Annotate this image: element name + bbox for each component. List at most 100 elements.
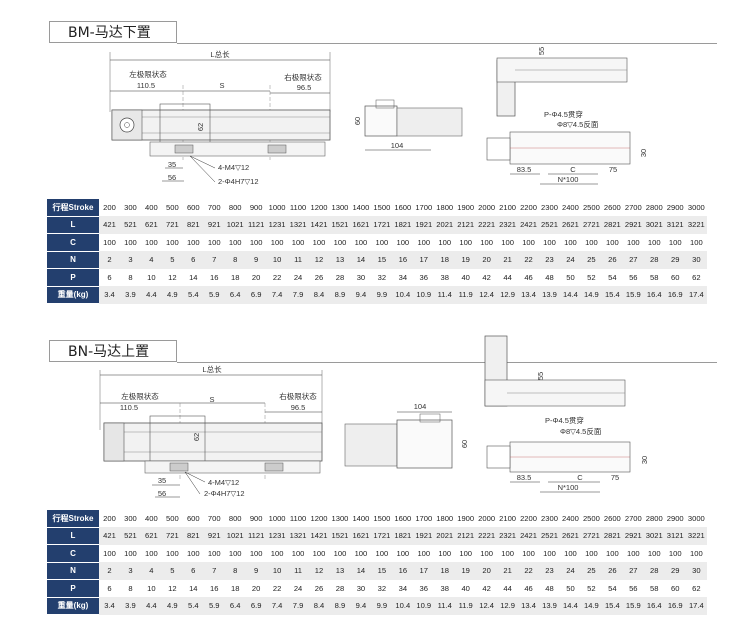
spec-cell: 2900 bbox=[664, 199, 686, 216]
bn-top55: 55 bbox=[536, 372, 545, 380]
bm-c-label: C bbox=[570, 165, 576, 174]
spec-cell: 21 bbox=[497, 562, 519, 580]
spec-cell: 3.4 bbox=[99, 286, 120, 304]
spec-cell: 7 bbox=[203, 562, 225, 580]
spec-cell: 1200 bbox=[308, 510, 330, 527]
spec-cell: 100 bbox=[685, 233, 707, 251]
spec-cell: 3221 bbox=[685, 527, 707, 545]
spec-cell: 15.4 bbox=[601, 597, 623, 615]
spec-cell: 700 bbox=[203, 199, 225, 216]
bm-hole1: 4-M4▽12 bbox=[218, 163, 249, 172]
spec-cell: 100 bbox=[476, 233, 498, 251]
spec-cell: 5.4 bbox=[182, 286, 204, 304]
spec-cell: 10.9 bbox=[413, 597, 435, 615]
spec-cell: 21 bbox=[497, 251, 519, 269]
spec-cell: 100 bbox=[99, 233, 120, 251]
bn-total-length-label: L总长 bbox=[202, 364, 222, 374]
spec-cell: 100 bbox=[350, 544, 372, 562]
spec-cell: 32 bbox=[371, 579, 393, 597]
bn-section: BN-马达上置 L总长 左极限状态 110.5 S 右极限状态 96.5 62 … bbox=[0, 320, 750, 622]
spec-cell: 11.4 bbox=[434, 597, 456, 615]
spec-cell: 34 bbox=[392, 268, 414, 286]
spec-cell: 2421 bbox=[518, 216, 540, 234]
spec-cell: 2221 bbox=[476, 216, 498, 234]
spec-cell: 15.4 bbox=[601, 286, 623, 304]
spec-cell: 10 bbox=[140, 579, 162, 597]
spec-cell: 2121 bbox=[455, 527, 477, 545]
spec-cell: 921 bbox=[203, 216, 225, 234]
spec-cell: 19 bbox=[455, 562, 477, 580]
spec-cell: 1321 bbox=[287, 216, 309, 234]
spec-cell: 32 bbox=[371, 268, 393, 286]
spec-cell: 40 bbox=[455, 579, 477, 597]
spec-cell: 421 bbox=[99, 216, 120, 234]
spec-cell: 14.9 bbox=[580, 286, 602, 304]
spec-cell: 12 bbox=[161, 579, 183, 597]
spec-cell: 1000 bbox=[266, 199, 288, 216]
spec-cell: 2421 bbox=[518, 527, 540, 545]
spec-cell: 100 bbox=[497, 233, 519, 251]
spec-cell: 18 bbox=[224, 268, 246, 286]
bm-d75: 75 bbox=[609, 165, 617, 174]
spec-cell: 5 bbox=[161, 562, 183, 580]
spec-cell: 52 bbox=[580, 579, 602, 597]
spec-cell: 6.9 bbox=[245, 286, 267, 304]
spec-cell: 1100 bbox=[287, 199, 309, 216]
spec-cell: 24 bbox=[287, 579, 309, 597]
spec-cell: 1000 bbox=[266, 510, 288, 527]
spec-cell: 3021 bbox=[643, 527, 665, 545]
spec-cell: 2221 bbox=[476, 527, 498, 545]
spec-cell: 4.9 bbox=[161, 286, 183, 304]
bm-height62: 62 bbox=[196, 123, 205, 131]
spec-cell: 2621 bbox=[559, 216, 581, 234]
spec-cell: 54 bbox=[601, 268, 623, 286]
spec-row-label: L bbox=[47, 527, 99, 545]
spec-cell: 3000 bbox=[685, 199, 707, 216]
spec-cell: 11.9 bbox=[455, 286, 477, 304]
spec-cell: 100 bbox=[308, 233, 330, 251]
spec-cell: 46 bbox=[518, 268, 540, 286]
spec-cell: 6 bbox=[182, 562, 204, 580]
spec-cell: 6.4 bbox=[224, 286, 246, 304]
spec-cell: 50 bbox=[559, 579, 581, 597]
spec-cell: 400 bbox=[140, 199, 162, 216]
spec-cell: 100 bbox=[99, 544, 120, 562]
spec-cell: 1700 bbox=[413, 510, 435, 527]
spec-cell: 16 bbox=[392, 251, 414, 269]
spec-cell: 1521 bbox=[329, 216, 351, 234]
spec-cell: 100 bbox=[266, 233, 288, 251]
spec-cell: 1500 bbox=[371, 199, 393, 216]
spec-cell: 100 bbox=[203, 544, 225, 562]
spec-cell: 16.4 bbox=[643, 597, 665, 615]
spec-cell: 16 bbox=[392, 562, 414, 580]
spec-cell: 521 bbox=[119, 216, 141, 234]
spec-cell: 44 bbox=[497, 268, 519, 286]
spec-cell: 2000 bbox=[476, 510, 498, 527]
spec-cell: 7.9 bbox=[287, 286, 309, 304]
spec-cell: 28 bbox=[329, 268, 351, 286]
spec-cell: 3021 bbox=[643, 216, 665, 234]
spec-cell: 6.4 bbox=[224, 597, 246, 615]
spec-cell: 58 bbox=[643, 579, 665, 597]
spec-cell: 12.4 bbox=[476, 286, 498, 304]
bn-hole2: 2-Φ4H7▽12 bbox=[204, 489, 245, 498]
spec-cell: 2700 bbox=[622, 199, 644, 216]
spec-cell: 2900 bbox=[664, 510, 686, 527]
spec-cell: 12.9 bbox=[497, 286, 519, 304]
spec-cell: 1400 bbox=[350, 510, 372, 527]
spec-cell: 5.9 bbox=[203, 286, 225, 304]
spec-cell: 9.4 bbox=[350, 597, 372, 615]
spec-cell: 100 bbox=[413, 233, 435, 251]
spec-cell: 23 bbox=[539, 562, 560, 580]
spec-cell: 100 bbox=[329, 544, 351, 562]
spec-cell: 821 bbox=[182, 527, 204, 545]
spec-cell: 300 bbox=[119, 510, 141, 527]
spec-cell: 36 bbox=[413, 268, 435, 286]
spec-cell: 2521 bbox=[539, 527, 560, 545]
spec-row-label: N bbox=[47, 251, 99, 269]
spec-cell: 7.9 bbox=[287, 597, 309, 615]
